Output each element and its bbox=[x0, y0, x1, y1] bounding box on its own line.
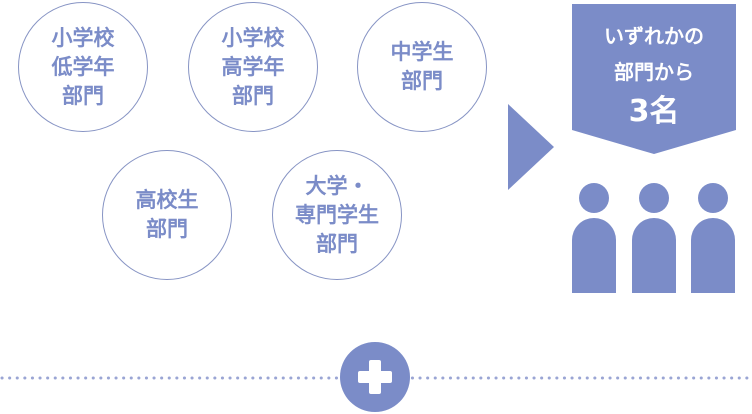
people-icon bbox=[572, 183, 735, 293]
division-label: 小学校 高学年 部門 bbox=[221, 25, 285, 108]
division-label: 大学・ 専門学生 部門 bbox=[295, 173, 379, 256]
division-circle-high-school: 高校生 部門 bbox=[102, 150, 232, 280]
division-label: 小学校 低学年 部門 bbox=[51, 25, 115, 108]
division-circle-university: 大学・ 専門学生 部門 bbox=[272, 150, 402, 280]
division-circle-elementary-upper: 小学校 高学年 部門 bbox=[188, 2, 318, 132]
plus-icon bbox=[358, 360, 392, 394]
arrow-right-icon bbox=[508, 104, 554, 190]
banner-line-2: 部門から bbox=[614, 60, 694, 84]
division-label: 高校生 部門 bbox=[135, 188, 199, 241]
division-circle-elementary-lower: 小学校 低学年 部門 bbox=[18, 2, 148, 132]
division-label: 中学生 部門 bbox=[390, 40, 454, 93]
selection-banner bbox=[572, 4, 736, 154]
banner-count: 3名 bbox=[628, 94, 680, 129]
plus-circle bbox=[340, 342, 410, 412]
banner-line-1: いずれかの bbox=[604, 24, 704, 48]
division-circle-junior-high: 中学生 部門 bbox=[357, 2, 487, 132]
